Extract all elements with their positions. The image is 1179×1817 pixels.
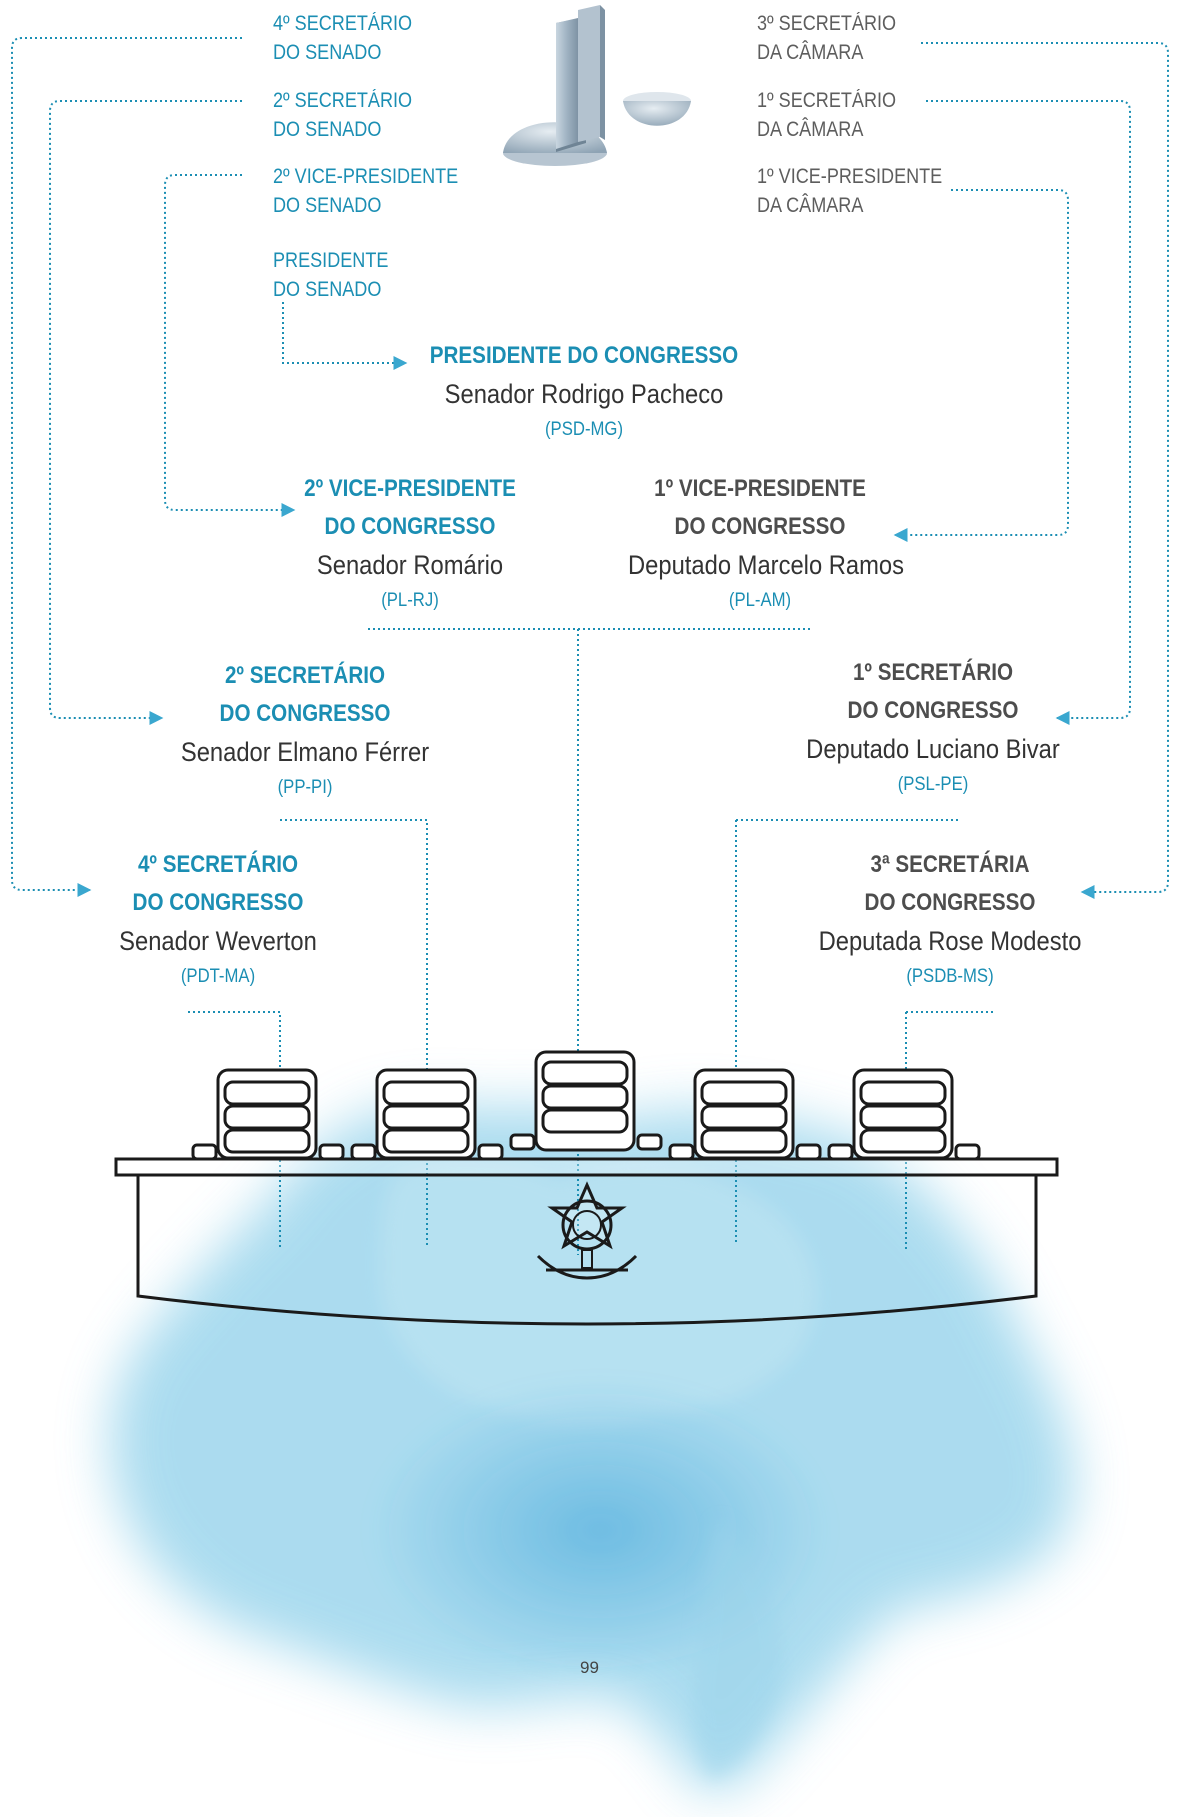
vice2-name: Senador Romário bbox=[316, 550, 504, 580]
sec4-party: (PDT-MA) bbox=[180, 966, 256, 987]
mesa-table bbox=[114, 1157, 1059, 1326]
vice2-title-2: DO CONGRESSO bbox=[324, 513, 496, 540]
node-2-secretario: 2º SECRETÁRIO DO CONGRESSO Senador Elman… bbox=[155, 657, 455, 805]
label-4-secretario-senado: 4º SECRETÁRIO DO SENADO bbox=[273, 12, 413, 64]
chair bbox=[191, 1068, 345, 1161]
vice1-title-1: 1º VICE-PRESIDENTE bbox=[654, 475, 866, 502]
sec2-title-1: 2º SECRETÁRIO bbox=[224, 662, 386, 689]
sec1-party: (PSL-PE) bbox=[897, 774, 969, 795]
sec1-title-1: 1º SECRETÁRIO bbox=[852, 659, 1014, 686]
vice1-title-2: DO CONGRESSO bbox=[674, 513, 846, 540]
presidente-title: PRESIDENTE DO CONGRESSO bbox=[429, 342, 739, 369]
node-presidente: PRESIDENTE DO CONGRESSO Senador Rodrigo … bbox=[384, 337, 784, 447]
sec1-name: Deputado Luciano Bivar bbox=[806, 734, 1060, 764]
congress-building-illustration bbox=[503, 5, 691, 166]
node-3-secretaria: 3ª SECRETÁRIA DO CONGRESSO Deputada Rose… bbox=[800, 846, 1100, 994]
label-1-secretario-camara: 1º SECRETÁRIO DA CÂMARA bbox=[757, 89, 897, 141]
sec3-party: (PSDB-MS) bbox=[906, 966, 994, 987]
sec4-name: Senador Weverton bbox=[119, 926, 317, 956]
node-1-secretario: 1º SECRETÁRIO DO CONGRESSO Deputado Luci… bbox=[783, 654, 1083, 802]
sec4-title-2: DO CONGRESSO bbox=[132, 889, 304, 916]
sec3-title-1: 3ª SECRETÁRIA bbox=[870, 851, 1030, 878]
mesa-chairs bbox=[191, 1050, 981, 1161]
chair bbox=[350, 1068, 504, 1161]
presidente-name: Senador Rodrigo Pacheco bbox=[444, 379, 724, 409]
label-2-vice-presidente-senado: 2º VICE-PRESIDENTE DO SENADO bbox=[273, 165, 459, 217]
sec3-title-2: DO CONGRESSO bbox=[864, 889, 1036, 916]
watercolor-splash bbox=[110, 1104, 1075, 1793]
sec3-name: Deputada Rose Modesto bbox=[818, 926, 1082, 956]
vice2-title-1: 2º VICE-PRESIDENTE bbox=[304, 475, 516, 502]
chair bbox=[668, 1068, 822, 1161]
node-2-vice-presidente: 2º VICE-PRESIDENTE DO CONGRESSO Senador … bbox=[260, 470, 560, 618]
chair-president bbox=[509, 1050, 663, 1152]
label-3-secretario-camara: 3º SECRETÁRIO DA CÂMARA bbox=[757, 12, 897, 64]
node-4-secretario: 4º SECRETÁRIO DO CONGRESSO Senador Wever… bbox=[68, 846, 368, 994]
node-1-vice-presidente: 1º VICE-PRESIDENTE DO CONGRESSO Deputado… bbox=[610, 470, 910, 618]
sec1-title-2: DO CONGRESSO bbox=[847, 697, 1019, 724]
sec2-party: (PP-PI) bbox=[277, 777, 333, 798]
label-1-vice-presidente-camara: 1º VICE-PRESIDENTE DA CÂMARA bbox=[757, 165, 943, 217]
chair bbox=[827, 1068, 981, 1161]
sec2-name: Senador Elmano Férrer bbox=[180, 737, 430, 767]
sec4-title-1: 4º SECRETÁRIO bbox=[137, 851, 299, 878]
label-2-secretario-senado: 2º SECRETÁRIO DO SENADO bbox=[273, 89, 413, 141]
coat-of-arms-emblem bbox=[536, 1181, 638, 1280]
presidente-party: (PSD-MG) bbox=[544, 419, 624, 440]
page-number: 99 bbox=[580, 1658, 599, 1677]
vice1-name: Deputado Marcelo Ramos bbox=[628, 550, 905, 580]
sec2-title-2: DO CONGRESSO bbox=[219, 700, 391, 727]
vice1-party: (PL-AM) bbox=[728, 590, 792, 611]
vice2-party: (PL-RJ) bbox=[381, 590, 439, 611]
label-presidente-senado: PRESIDENTE DO SENADO bbox=[273, 249, 389, 301]
